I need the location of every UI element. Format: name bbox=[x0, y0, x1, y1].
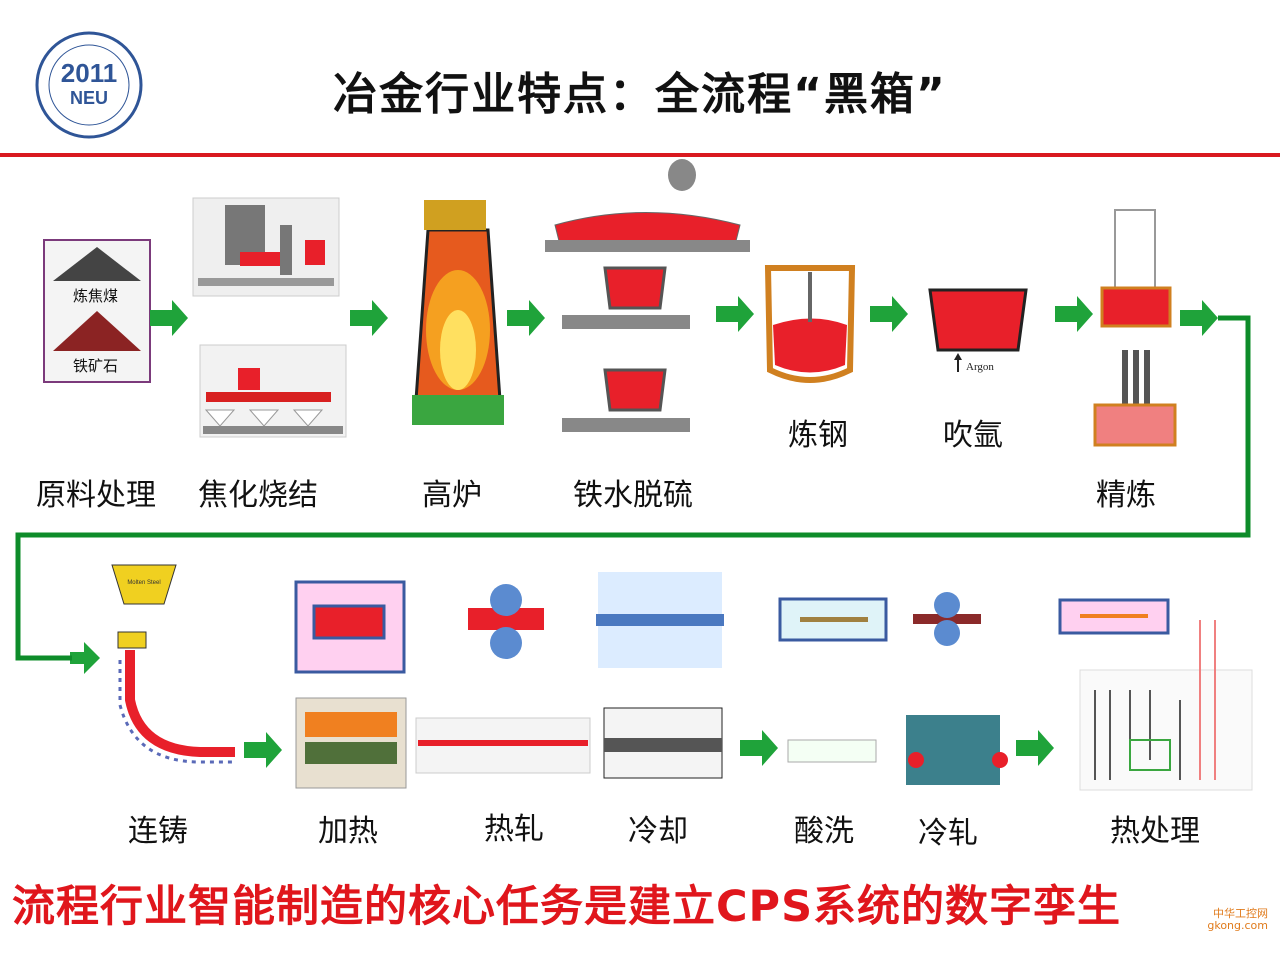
logo-org: NEU bbox=[70, 88, 108, 108]
step-label-hotroll: 热轧 bbox=[484, 812, 544, 847]
step-label-steel: 炼钢 bbox=[788, 418, 848, 453]
coal-label: 炼焦煤 bbox=[73, 287, 119, 305]
step-label-heat: 加热 bbox=[318, 814, 378, 849]
step-label-bf: 高炉 bbox=[422, 478, 482, 513]
flow-arrows bbox=[70, 296, 1218, 768]
title-divider bbox=[0, 153, 1280, 157]
step-label-cast: 连铸 bbox=[128, 814, 188, 849]
argon-tag: Argon bbox=[966, 361, 994, 373]
raw-materials-box: 炼焦煤 铁矿石 bbox=[43, 239, 151, 383]
step-label-refine: 精炼 bbox=[1096, 478, 1156, 513]
annealing-line-illustration bbox=[1079, 620, 1253, 791]
cold-rolling-mill-illustration bbox=[906, 715, 1008, 785]
desulfurization-illustration bbox=[545, 159, 750, 432]
converter-illustration bbox=[764, 265, 856, 383]
watermark: 中华工控网 gkong.com bbox=[1207, 908, 1268, 932]
hot-roll-stand-illustration bbox=[468, 584, 544, 659]
sintering-illustration bbox=[199, 344, 347, 438]
page-title: 冶金行业特点：全流程“黑箱” bbox=[333, 69, 947, 120]
step-label-pickle: 酸洗 bbox=[794, 814, 854, 849]
row-connector-line bbox=[15, 315, 1251, 661]
blast-furnace-illustration bbox=[412, 200, 504, 425]
step-label-coldroll: 冷轧 bbox=[918, 816, 978, 851]
coking-plant-illustration bbox=[192, 197, 340, 297]
step-label-sinter: 焦化烧结 bbox=[198, 478, 318, 513]
pickling-tank-illustration bbox=[778, 597, 888, 763]
neu-logo: 2011 NEU bbox=[34, 30, 144, 140]
cold-roll-stand-illustration bbox=[913, 592, 981, 646]
continuous-caster-illustration bbox=[111, 564, 235, 764]
step-label-heattreat: 热处理 bbox=[1110, 814, 1200, 849]
step-label-raw: 原料处理 bbox=[36, 478, 156, 513]
cooling-spray-illustration bbox=[596, 572, 724, 668]
reheating-slab-illustration bbox=[294, 580, 406, 674]
footer-statement: 流程行业智能制造的核心任务是建立CPS系统的数字孪生 bbox=[12, 882, 1122, 932]
ladle-tag: Molten Steel bbox=[127, 580, 160, 586]
argon-ladle-illustration bbox=[928, 288, 1028, 372]
watermark-line2: gkong.com bbox=[1207, 919, 1268, 932]
watermark-line1: 中华工控网 bbox=[1213, 907, 1268, 920]
annealing-slab-illustration bbox=[1058, 598, 1170, 635]
refining-illustration bbox=[1093, 209, 1177, 447]
reheating-furnace-illustration bbox=[295, 697, 407, 789]
hot-rolling-mill-illustration bbox=[415, 717, 591, 774]
cooling-bed-illustration bbox=[603, 707, 723, 779]
step-label-desulf: 铁水脱硫 bbox=[573, 478, 693, 513]
logo-year: 2011 bbox=[61, 58, 117, 88]
ore-label: 铁矿石 bbox=[73, 357, 119, 375]
step-label-argon: 吹氩 bbox=[943, 418, 1003, 453]
step-label-cool: 冷却 bbox=[628, 814, 688, 849]
